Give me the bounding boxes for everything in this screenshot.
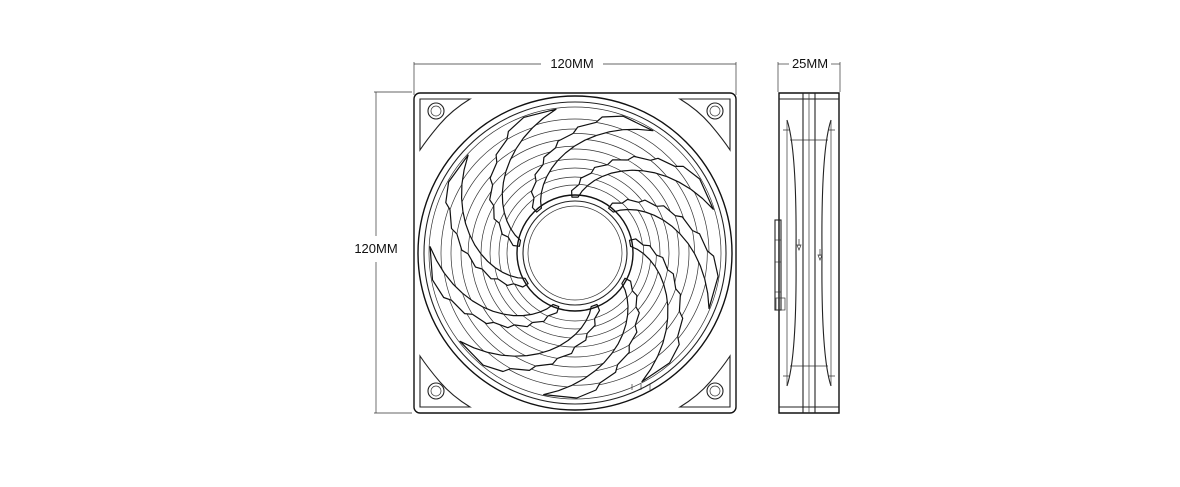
side-profile — [778, 92, 840, 414]
blade-groove — [627, 159, 644, 172]
blade-groove — [650, 160, 668, 177]
frame-marks — [631, 384, 651, 390]
blade-groove — [498, 212, 505, 224]
height-dimension-label: 120MM — [354, 241, 397, 256]
blade-groove — [456, 211, 464, 235]
blade-groove — [559, 345, 575, 348]
mounting-hole-icon — [427, 102, 724, 400]
blade-groove — [482, 306, 494, 323]
blade-groove — [692, 230, 695, 254]
blade-groove — [492, 171, 507, 186]
fan-shroud — [417, 95, 733, 411]
blade-groove — [573, 133, 597, 136]
blade-groove — [496, 148, 517, 163]
width-dimension-label: 120MM — [550, 56, 593, 71]
blade-groove — [507, 228, 512, 238]
side-view: 25MM — [774, 56, 841, 414]
blade-groove — [626, 290, 633, 299]
corner-pads — [419, 98, 731, 408]
arrow-marks — [796, 239, 823, 261]
blade-groove — [704, 250, 708, 279]
blade-groove — [462, 293, 473, 315]
blade-groove — [638, 202, 646, 213]
blade-groove — [571, 382, 601, 386]
blade-groove — [480, 253, 483, 270]
blade-groove — [538, 353, 558, 359]
blade-groove — [607, 164, 622, 172]
fan-hub — [516, 194, 634, 312]
depth-dimension: 25MM — [777, 56, 841, 92]
blade-groove — [509, 275, 514, 284]
fan-blade — [429, 246, 560, 329]
blade-groove — [591, 172, 603, 177]
blade-groove — [579, 184, 588, 186]
blade-groove — [506, 127, 533, 140]
blade-groove — [494, 267, 499, 280]
blade-groove — [555, 145, 575, 149]
blade-groove — [533, 192, 542, 199]
fan-blade — [543, 277, 640, 399]
blade-groove — [654, 255, 657, 267]
blade-groove — [665, 311, 680, 331]
cable-tab — [774, 219, 786, 311]
blade-groove — [514, 355, 536, 367]
blade-groove — [622, 325, 636, 335]
blade-groove — [621, 202, 629, 210]
blade-groove — [522, 315, 533, 323]
fan-frame — [413, 92, 737, 414]
fan-blades — [429, 108, 719, 399]
side-flanges — [779, 93, 839, 413]
blade-groove — [586, 318, 595, 322]
blade-groove — [503, 313, 515, 326]
blade-groove — [449, 184, 463, 210]
blade-groove — [467, 234, 471, 254]
blade-groove — [656, 206, 664, 221]
blade-groove — [595, 122, 624, 131]
blade-groove — [543, 160, 558, 165]
blade-groove — [674, 215, 681, 235]
height-dimension: 120MM — [354, 91, 412, 414]
blade-groove — [594, 364, 618, 372]
front-view: 120MM 120MM — [354, 56, 737, 414]
blade-groove — [575, 333, 588, 335]
blade-groove — [674, 166, 692, 190]
blade-groove — [663, 269, 668, 285]
blade-groove — [657, 336, 678, 357]
blade-groove — [535, 176, 547, 182]
blade-groove — [539, 311, 548, 317]
blade-groove — [627, 306, 637, 316]
side-curves — [783, 119, 835, 387]
width-dimension: 120MM — [413, 56, 737, 95]
blade-groove — [443, 272, 452, 301]
blade-groove — [493, 192, 503, 206]
blade-groove — [487, 352, 511, 369]
blade-groove — [611, 344, 630, 354]
depth-dimension-label: 25MM — [792, 56, 828, 71]
blade-groove — [667, 288, 677, 307]
